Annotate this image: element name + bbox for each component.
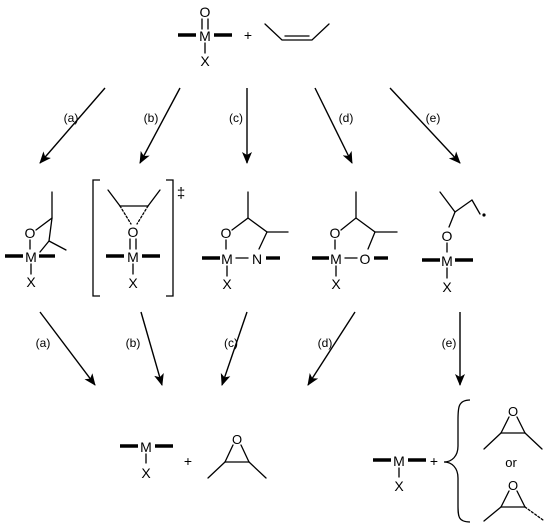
metal-atom-e: M (441, 253, 453, 269)
label-b-bottom: (b) (126, 336, 141, 350)
metal-atom-product-e: M (393, 453, 405, 469)
oxygen-atom-d1: O (330, 225, 341, 241)
metal-atom-product: M (140, 439, 152, 455)
ligand-atom-e: X (442, 279, 452, 295)
nitrogen-atom-c: N (252, 251, 262, 267)
metal-atom-c: M (221, 251, 233, 267)
product-metal-complex-e: M X (373, 453, 426, 494)
reactant-cis-2-butene (264, 23, 330, 41)
label-b-top: (b) (144, 111, 159, 125)
label-d-top: (d) (339, 111, 354, 125)
product-cis-epoxide: O (207, 432, 267, 479)
product-mixture-brace (443, 399, 471, 523)
label-a-top: (a) (64, 111, 79, 125)
intermediate-a-metallaoxetane: O M X (5, 191, 67, 290)
label-c-top: (c) (229, 111, 243, 125)
metal-atom-b: M (127, 249, 139, 265)
label-a-bottom: (a) (36, 336, 51, 350)
arrow-a-top: (a) (39, 87, 106, 164)
radical-dot (482, 213, 486, 217)
reactant-metal-oxo: O M X (178, 4, 232, 69)
epoxide-oxygen: O (232, 432, 242, 447)
label-e-bottom: (e) (442, 336, 457, 350)
ligand-atom-d: X (331, 276, 341, 292)
arrow-e-bottom: (e) (442, 312, 465, 386)
product-trans-epoxide-e: O (483, 478, 544, 522)
intermediate-b-transition-state: ‡ O M X (92, 179, 185, 297)
arrow-d-top: (d) (314, 87, 354, 164)
metal-atom-d: M (330, 251, 342, 267)
arrow-e-top: (e) (389, 87, 461, 164)
arrow-b-bottom: (b) (126, 311, 164, 386)
intermediate-e-radical: O M X (422, 191, 486, 295)
product-cis-epoxide-e: O (483, 404, 543, 450)
arrow-a-bottom: (a) (36, 311, 96, 386)
ligand-atom-a: X (26, 274, 36, 290)
label-c-bottom: (c) (224, 336, 238, 350)
intermediate-c-azametallacycle: O M N X (202, 191, 289, 292)
oxo-atom: O (200, 4, 211, 20)
oxygen-atom-d2: O (360, 251, 371, 267)
arrow-b-top: (b) (139, 87, 181, 164)
arrow-c-bottom: (c) (220, 311, 248, 386)
transition-state-marker: ‡ (177, 185, 185, 202)
oxygen-atom-c: O (221, 225, 232, 241)
label-e-top: (e) (426, 111, 441, 125)
oxygen-atom-a: O (25, 225, 36, 241)
metal-atom-a: M (25, 249, 37, 265)
oxygen-atom-e: O (442, 228, 453, 244)
epoxide-oxygen-trans: O (508, 478, 518, 493)
metal-atom: M (199, 28, 211, 44)
or-word: or (505, 455, 517, 470)
oxygen-atom-b: O (128, 224, 139, 240)
arrow-d-bottom: (d) (307, 311, 356, 386)
ligand-atom-c: X (222, 276, 232, 292)
ligand-atom-b: X (128, 275, 138, 291)
ligand-atom: X (200, 53, 210, 69)
plus-sign-product-e: + (430, 453, 438, 469)
plus-sign-product: + (184, 453, 192, 469)
product-metal-complex: M X (120, 439, 173, 481)
label-d-bottom: (d) (318, 336, 333, 350)
arrow-c-top: (c) (229, 88, 252, 164)
ligand-atom-product-e: X (394, 478, 404, 494)
epoxide-oxygen-cis: O (508, 404, 518, 419)
intermediate-d-dioxametallacycle: O M O X (312, 191, 398, 292)
plus-sign: + (244, 27, 252, 43)
ligand-atom-product: X (141, 465, 151, 481)
